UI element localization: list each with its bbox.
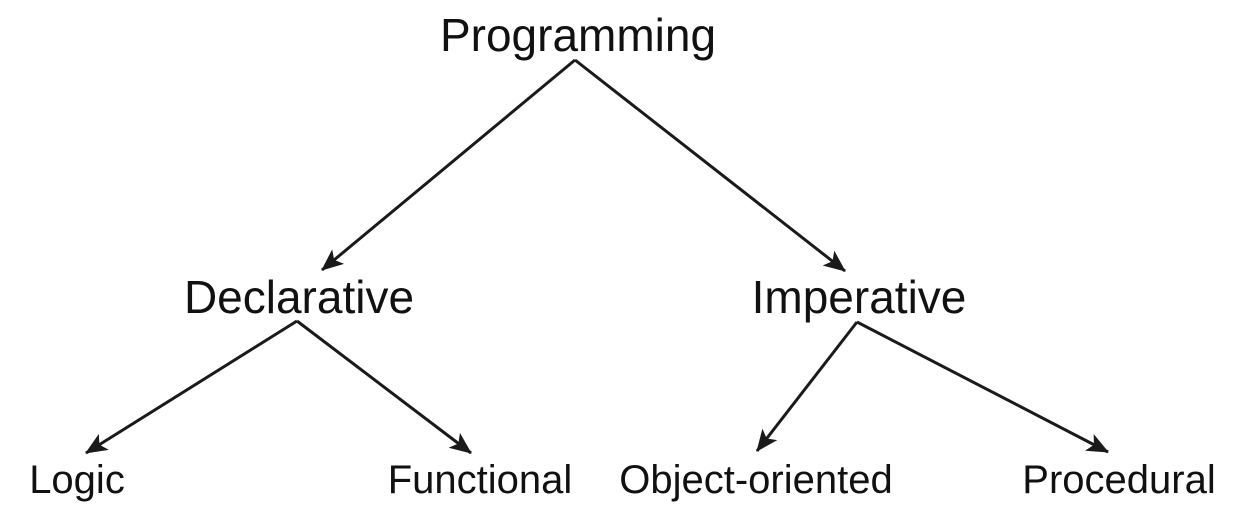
- edge-declarative-to-logic: [85, 319, 298, 455]
- edge-imperative-to-procedural: [856, 320, 1109, 454]
- edge-declarative-to-functional: [296, 319, 472, 455]
- tree-node-imperative: Imperative: [751, 271, 967, 323]
- tree-node-functional: Functional: [387, 458, 573, 502]
- edge-programming-to-declarative: [321, 58, 576, 272]
- tree-node-object-oriented: Object-oriented: [619, 458, 893, 502]
- edge-programming-to-imperative: [574, 58, 846, 273]
- tree-node-programming: Programming: [439, 9, 717, 61]
- tree-node-declarative: Declarative: [183, 271, 415, 323]
- tree-node-procedural: Procedural: [1022, 458, 1216, 502]
- edge-imperative-to-object-oriented: [755, 321, 859, 452]
- tree-node-logic: Logic: [29, 458, 125, 502]
